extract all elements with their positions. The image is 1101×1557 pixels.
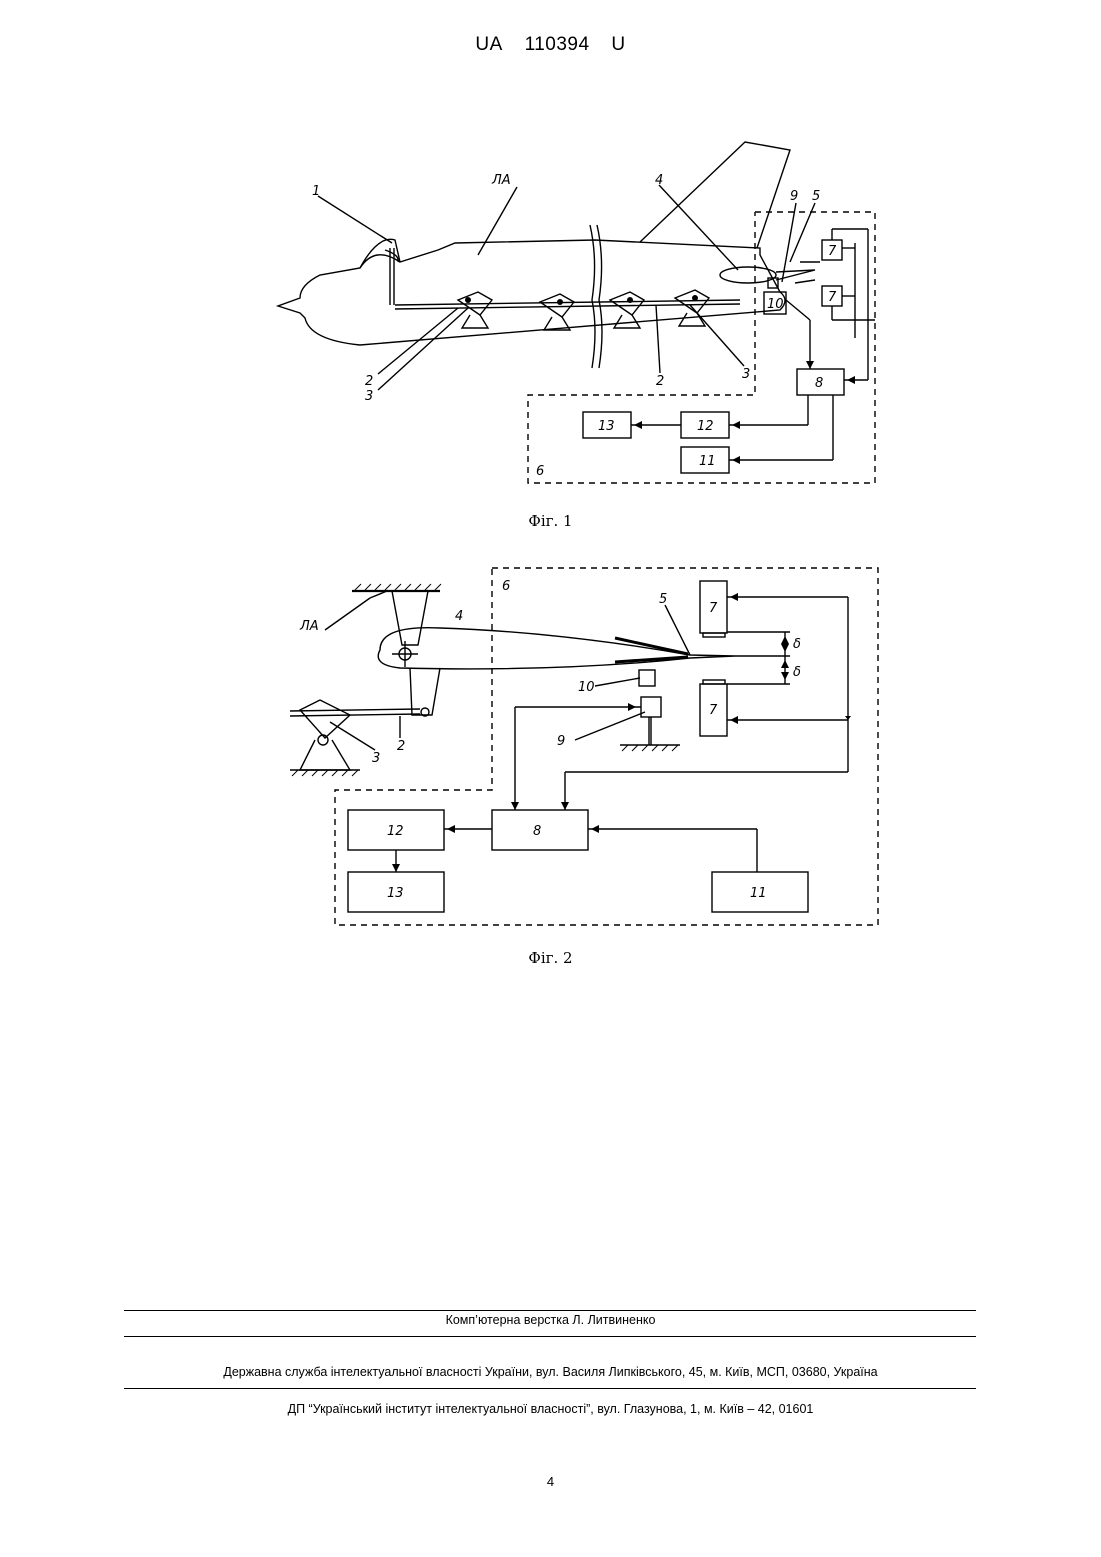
figure-2-drawing: ЛА 4 6 5 7 7 δ δ 10 9 3 2 8 12 13 11 (0, 560, 1101, 980)
footer-rule-3 (124, 1388, 976, 1389)
fig2-label-7a: 7 (709, 601, 718, 616)
fig2-label-8: 8 (533, 824, 541, 839)
fig1-label-7a: 7 (828, 244, 837, 259)
footer-institute: ДП “Український інститут інтелектуальної… (0, 1402, 1101, 1416)
fig2-label-10: 10 (578, 680, 595, 695)
page-number: 4 (0, 1474, 1101, 1489)
footer-rule-1 (124, 1310, 976, 1311)
fig1-label-1: 1 (312, 184, 320, 199)
fig1-label-11: 11 (699, 454, 716, 469)
fig1-label-aircraft: ЛА (491, 173, 511, 188)
fig2-label-5: 5 (659, 592, 667, 607)
fig2-label-aircraft: ЛА (299, 619, 319, 634)
footer-typesetting: Комп’ютерна верстка Л. Литвиненко (0, 1313, 1101, 1327)
fig1-label-2b: 2 (656, 374, 664, 389)
fig1-label-13: 13 (598, 419, 615, 434)
fig2-label-13: 13 (387, 886, 404, 901)
figure-2-caption: Фіг. 2 (0, 949, 1101, 967)
fig1-label-3b: 3 (742, 367, 750, 382)
fig1-label-4: 4 (655, 173, 663, 188)
figure-1-caption: Фіг. 1 (0, 512, 1101, 530)
fig1-label-6: 6 (536, 464, 544, 479)
footer-agency: Державна служба інтелектуальної власност… (0, 1365, 1101, 1379)
fig1-label-9: 9 (790, 189, 798, 204)
fig1-label-3a: 3 (365, 389, 373, 404)
fig2-label-4: 4 (455, 609, 463, 624)
fig2-label-7b: 7 (709, 703, 718, 718)
fig2-label-delta-1: δ (793, 637, 801, 652)
fig1-label-10: 10 (767, 297, 784, 312)
fig1-label-7b: 7 (828, 290, 837, 305)
fig1-label-12: 12 (697, 419, 714, 434)
footer-rule-2 (124, 1336, 976, 1337)
fig2-label-11: 11 (750, 886, 767, 901)
fig1-label-5: 5 (812, 189, 820, 204)
fig2-label-3: 3 (372, 751, 380, 766)
fig2-label-12: 12 (387, 824, 404, 839)
fig2-label-delta-2: δ (793, 665, 801, 680)
fig1-label-2a: 2 (365, 374, 373, 389)
fig2-label-6: 6 (502, 579, 510, 594)
fig1-label-8: 8 (815, 376, 823, 391)
fig2-label-9: 9 (557, 734, 565, 749)
figure-1-drawing: 1 ЛА 4 9 5 7 7 10 2 3 2 3 8 12 13 11 6 (0, 0, 1101, 500)
fig2-label-2: 2 (397, 739, 405, 754)
